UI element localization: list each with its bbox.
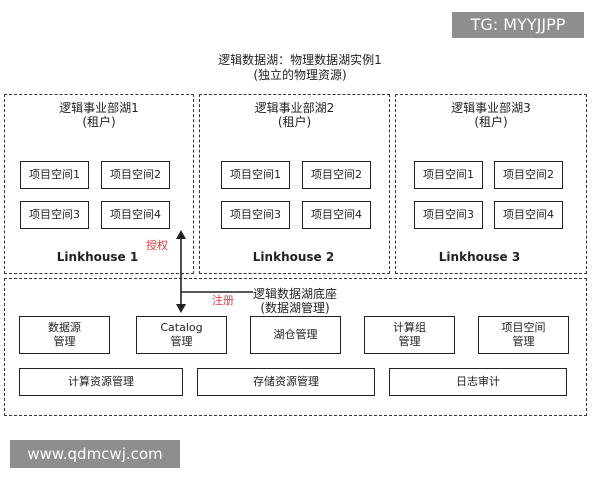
- authorize-arrowhead: [176, 230, 186, 239]
- catalog-line2: 管理: [170, 335, 193, 348]
- tenant-1-space-3: 项目空间3: [20, 201, 89, 229]
- datasource-line2: 管理: [53, 335, 76, 348]
- tenant-2-space-4: 项目空间4: [302, 201, 371, 229]
- authorize-label: 授权: [146, 239, 168, 252]
- compute-resource-management: 计算资源管理: [19, 368, 183, 396]
- tenant-lake-2: [199, 94, 390, 274]
- project-space-line1: 项目空间: [501, 321, 546, 334]
- lake-instance-title: 逻辑数据湖：物理数据湖实例1: [218, 53, 382, 67]
- catalog-line1: Catalog: [160, 321, 203, 334]
- linkhouse-1-label: Linkhouse 1: [56, 250, 139, 264]
- tenant-lake-1: [4, 94, 194, 274]
- tenant-3-space-2: 项目空间2: [494, 161, 563, 189]
- tenant-2-title: 逻辑事业部湖2: [254, 101, 335, 115]
- lake-instance-subtitle: (独立的物理资源): [253, 68, 347, 82]
- tenant-1-subtitle: (租户): [82, 115, 116, 129]
- watermark-bottom: www.qdmcwj.com: [10, 440, 180, 468]
- compute-group-line2: 管理: [398, 335, 421, 348]
- tenant-lake-3: [395, 94, 587, 274]
- compute-group-line1: 计算组: [393, 321, 426, 334]
- base-subtitle: (数据湖管理): [260, 301, 330, 315]
- tenant-3-subtitle: (租户): [474, 115, 508, 129]
- tenant-2-subtitle: (租户): [277, 115, 312, 129]
- tenant-2-space-1: 项目空间1: [221, 161, 290, 189]
- lakehouse-line1: 湖仓管理: [273, 328, 318, 341]
- datasource-line1: 数据源: [48, 321, 81, 334]
- catalog-arrowhead: [176, 304, 186, 313]
- tenant-2-space-3: 项目空间3: [221, 201, 290, 229]
- storage-resource-management: 存储资源管理: [197, 368, 375, 396]
- tenant-3-space-3: 项目空间3: [414, 201, 483, 229]
- tenant-3-title: 逻辑事业部湖3: [451, 101, 531, 115]
- linkhouse-3-label: Linkhouse 3: [438, 250, 521, 264]
- tenant-1-space-2: 项目空间2: [101, 161, 170, 189]
- tenant-1-title: 逻辑事业部湖1: [59, 101, 139, 115]
- datasource-management: 数据源管理: [19, 316, 110, 354]
- tenant-1-space-1: 项目空间1: [20, 161, 89, 189]
- tenant-2-space-2: 项目空间2: [302, 161, 371, 189]
- project-space-management: 项目空间管理: [478, 316, 569, 354]
- register-label: 注册: [212, 294, 234, 307]
- linkhouse-2-label: Linkhouse 2: [252, 250, 335, 264]
- compute-group-management: 计算组管理: [364, 316, 455, 354]
- project-space-line2: 管理: [512, 335, 535, 348]
- watermark-top: TG: MYYJJPP: [452, 12, 584, 38]
- tenant-3-space-4: 项目空间4: [494, 201, 563, 229]
- lakehouse-management: 湖仓管理: [250, 316, 341, 354]
- lake-base: [4, 278, 587, 416]
- log-audit: 日志审计: [389, 368, 567, 396]
- tenant-1-space-4: 项目空间4: [101, 201, 170, 229]
- tenant-3-space-1: 项目空间1: [414, 161, 483, 189]
- base-title: 逻辑数据湖底座: [252, 287, 337, 301]
